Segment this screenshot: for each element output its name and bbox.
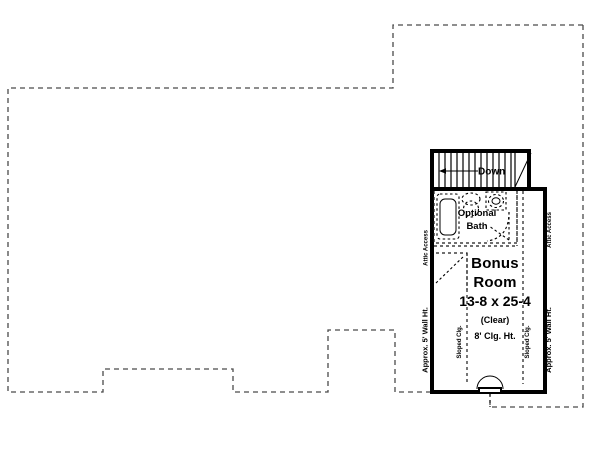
wall-height-label-right: Approx. 5' Wall Ht. [544,307,553,373]
bonus-room-qualifier: (Clear) [481,315,510,325]
building-outline-dashed [7,24,584,408]
attic-access-label-right: Attic Access [547,211,553,247]
stair-slope-line [514,152,532,188]
bonus-room-dimensions: 13-8 x 25-4 [459,293,531,309]
attic-access-label-left: Attic Access [424,229,430,265]
optional-bath-label-line1: Optional [458,208,497,219]
optional-bath-partitions [433,191,518,247]
optional-bath-label-line2: Bath [466,221,487,232]
attic-access-hatch [435,252,468,290]
wall-height-label-left: Approx. 5' Wall Ht. [421,307,430,373]
stair-treads [438,153,516,187]
sloped-ceiling-label-right: Sloped Clg. [525,325,531,358]
stair-down-label: Down [478,167,505,178]
bonus-room-label-line2: Room [473,274,516,291]
bonus-room-ceiling-height: 8' Clg. Ht. [474,331,515,341]
bonus-room-walls [430,149,547,394]
sloped-ceiling-label-left: Sloped Clg. [457,325,463,358]
window-fixture [476,375,504,407]
bath-door-swing [486,211,510,242]
stair-direction-arrow [439,168,478,174]
toilet-fixture [461,192,481,218]
bonus-room-label-line1: Bonus [471,255,519,272]
bathtub-fixture [436,193,460,240]
sink-fixture [485,191,507,211]
